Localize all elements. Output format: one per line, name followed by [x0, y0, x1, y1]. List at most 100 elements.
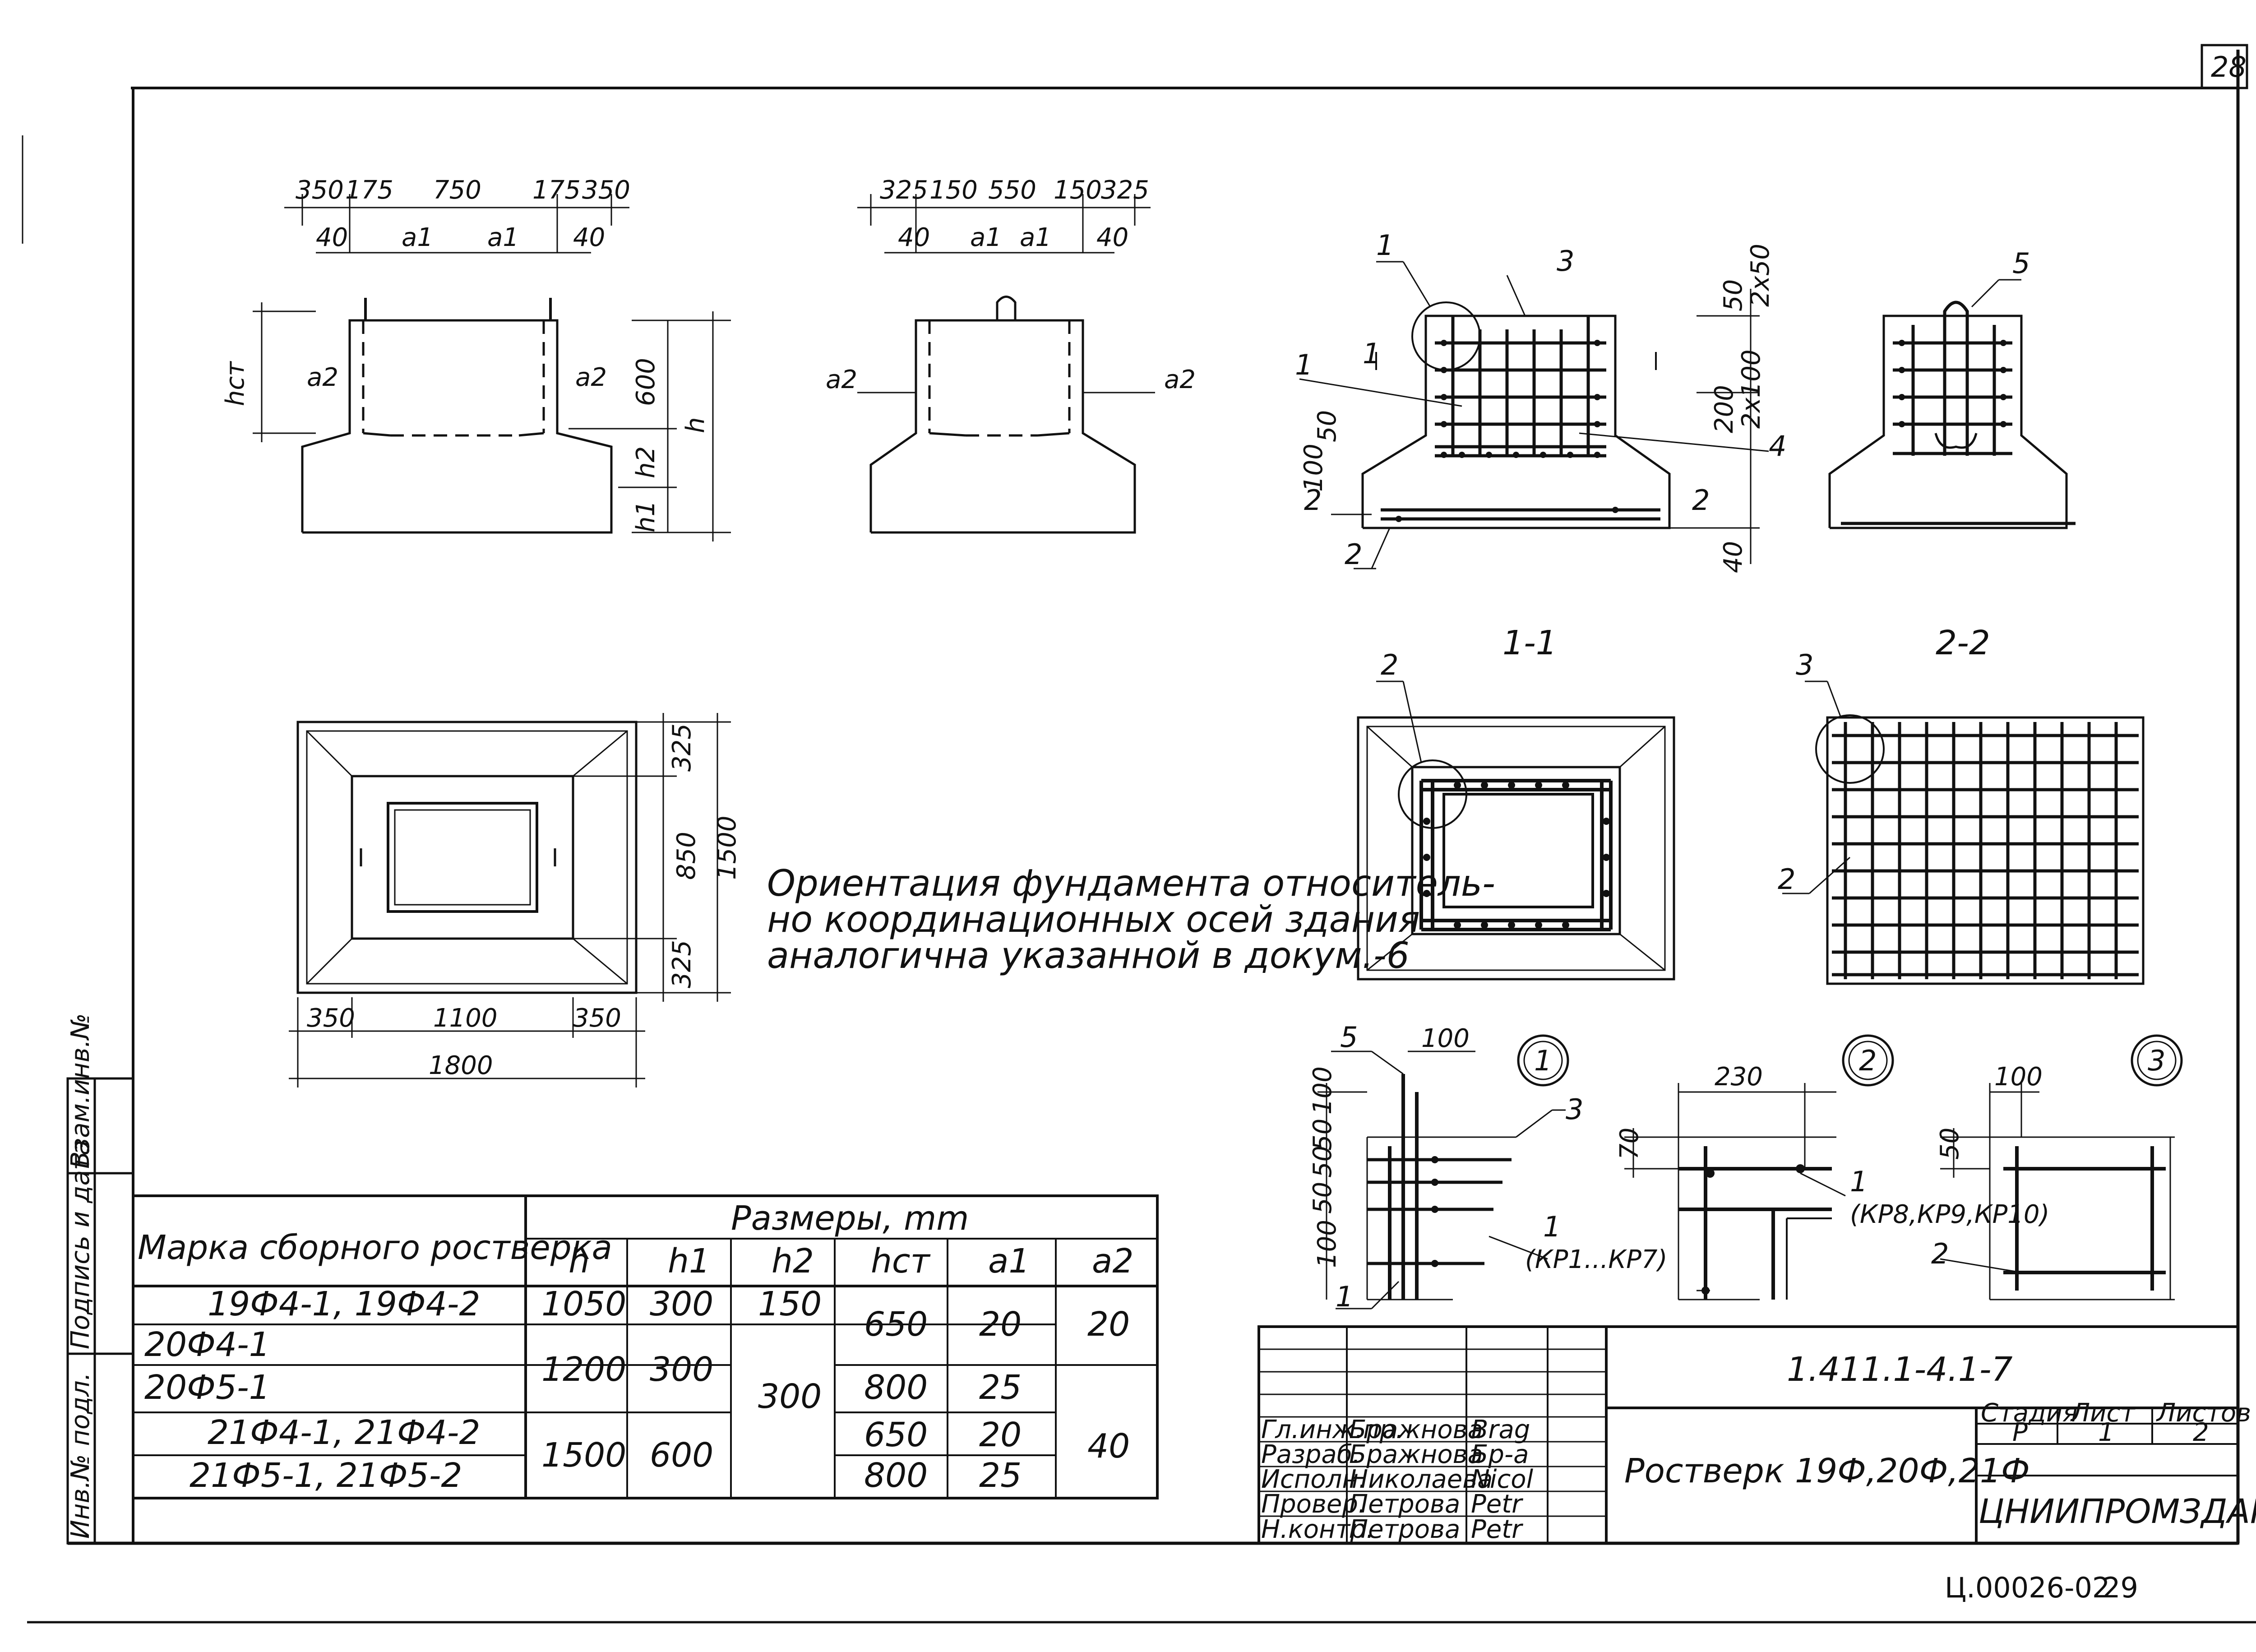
strip-replace-inv: Взам.инв.№ [66, 1013, 95, 1169]
row2-hst: 800 [864, 1368, 928, 1407]
dim-350-plan-left: 350 [307, 1004, 355, 1033]
mark-1-top: 1 [1376, 229, 1394, 262]
row2-h1: 300 [650, 1350, 713, 1389]
staff-sign-1: Brag [1471, 1415, 1530, 1444]
dim-2x100: 2x100 [1737, 349, 1766, 429]
row5-mark: 21Ф5-1, 21Ф5-2 [190, 1456, 462, 1495]
mark-5: 5 [2012, 247, 2030, 280]
col-h: h [569, 1242, 590, 1281]
dim-150-left: 150 [929, 176, 978, 205]
detail-2-dots [1701, 1164, 1805, 1295]
front-view-labels: 350 175 750 175 350 40 a1 a1 40 hст a2 a… [221, 176, 710, 532]
dim-150-right: 150 [1054, 176, 1102, 205]
d2-dim-70: 70 [1615, 1128, 1644, 1160]
d1-dim-100-top: 100 [1308, 1066, 1337, 1115]
detail-1-dots [1431, 1156, 1438, 1267]
section-2-2-mesh [1782, 680, 2145, 985]
dim-40-left: 40 [316, 223, 348, 252]
mark-2-bottom: 2 [1345, 538, 1362, 571]
sheet-value: 1 [2098, 1418, 2114, 1447]
staff-role-3: Исполн. [1261, 1465, 1367, 1494]
d2-note: (КР8,КР9,КР10) [1850, 1200, 2049, 1229]
dim-175-left: 175 [345, 176, 393, 205]
label-a2-left: a2 [307, 363, 338, 392]
staff-sign-2: Бр-а [1471, 1440, 1529, 1469]
row4-h1: 600 [650, 1436, 713, 1475]
mark-3: 3 [1557, 245, 1574, 278]
row2-a1: 25 [979, 1368, 1022, 1407]
row4-mark: 21Ф4-1, 21Ф4-2 [208, 1413, 481, 1452]
dim-175-right: 175 [532, 176, 581, 205]
detail-3-label: 3 [2148, 1044, 2165, 1077]
dim-350-right: 350 [582, 176, 630, 205]
table-header-sizes: Размеры, mm [731, 1199, 969, 1238]
detail-2 [1624, 1034, 1894, 1300]
front-view [253, 194, 731, 541]
section-2-2-title: 2-2 [1936, 624, 1990, 662]
side-view-labels: 325 150 550 150 325 40 a1 a1 40 a2 a2 [826, 176, 1196, 394]
d1-mark-3: 3 [1566, 1093, 1583, 1126]
section-1-1-title: 1-1 [1502, 624, 1557, 662]
organization: ЦНИИПРОМЗДАНИЙ [1979, 1491, 2256, 1531]
staff-sign-5: Petr [1471, 1515, 1523, 1544]
stage-value: Р [2012, 1418, 2028, 1447]
section-1-1-mark-2: 2 [1381, 648, 1398, 681]
strip-inv-no: Инв.№ подл. [66, 1372, 95, 1539]
dim-100-left: 100 [1299, 444, 1328, 492]
label-h1: h1 [631, 500, 661, 532]
col-h1: h1 [668, 1242, 710, 1281]
staff-name-2: Бражнова [1349, 1440, 1483, 1469]
footer-code: Ц.00026-02 [1945, 1571, 2110, 1604]
dim-a1-right-side: a1 [1020, 223, 1051, 252]
staff-name-1: Бражнова [1349, 1415, 1483, 1444]
table-header-mark: Марка сборного ростверка [138, 1228, 612, 1267]
d3-dim-100: 100 [1994, 1062, 2043, 1092]
staff-sign-3: Nicol [1471, 1465, 1534, 1494]
row1-h2: 150 [758, 1285, 822, 1323]
d1-dim-100-h: 100 [1421, 1024, 1470, 1053]
label-a2-side-left: a2 [826, 365, 857, 394]
staff-name-5: Петрова [1349, 1515, 1460, 1544]
sizes-table [132, 1194, 1159, 1499]
plan-view [289, 713, 731, 1087]
label-hst: hст [221, 361, 250, 406]
label-a2-side-right: a2 [1164, 365, 1196, 394]
label-a2-right: a2 [575, 363, 607, 392]
staff-role-5: Н.контр. [1261, 1515, 1374, 1544]
dim-600: 600 [631, 358, 661, 406]
row5-hst: 800 [864, 1456, 928, 1495]
staff-role-1: Гл.инж.пр. [1261, 1415, 1404, 1444]
row2-h: 1200 [541, 1350, 626, 1389]
row2-h2: 300 [758, 1377, 822, 1416]
d3-dim-50: 50 [1935, 1128, 1965, 1160]
detail-1-labels: 1 100 100 50 50 50 100 5 3 1 (КР1...КР7)… [1308, 1021, 1667, 1313]
col-hst: hст [871, 1242, 931, 1281]
dim-2x50: 2x50 [1746, 244, 1775, 307]
sheets-header: Листов [2156, 1398, 2251, 1428]
d1-mark-5: 5 [1340, 1021, 1358, 1054]
mark-2-section: 2 [1304, 484, 1322, 517]
rebar-section-front [1299, 261, 1769, 569]
strip-sign-date: Подпись и дата [66, 1140, 95, 1349]
dim-750: 750 [433, 176, 481, 205]
stage-header: Стадия [1981, 1398, 2078, 1428]
mark-1-section-cut: 1 [1363, 337, 1380, 370]
d1-dim-100-bottom: 100 [1313, 1220, 1342, 1268]
label-h: h [681, 417, 710, 434]
dim-40-left-side: 40 [898, 223, 930, 252]
orientation-note: Ориентация фундамента относитель- но коо… [767, 862, 1495, 976]
row4-a2: 40 [1087, 1427, 1130, 1466]
dim-40-right-side: 40 [1096, 223, 1128, 252]
detail-3-labels: 3 100 50 2 [1931, 1044, 2165, 1270]
staff-sign-4: Petr [1471, 1490, 1523, 1519]
row1-a1: 20 [979, 1305, 1022, 1344]
dim-a1-right: a1 [487, 223, 519, 252]
dim-50-top: 50 [1719, 279, 1748, 311]
plan-view-labels: 325 850 325 1500 350 1100 350 1800 [307, 723, 742, 1080]
detail-1-label: 1 [1534, 1044, 1552, 1077]
dim-a1-left: a1 [402, 223, 433, 252]
sizes-table-text: Марка сборного ростверка Размеры, mm h h… [138, 1199, 1133, 1495]
detail-1 [1318, 1034, 1569, 1310]
row1-hst: 650 [864, 1305, 928, 1344]
